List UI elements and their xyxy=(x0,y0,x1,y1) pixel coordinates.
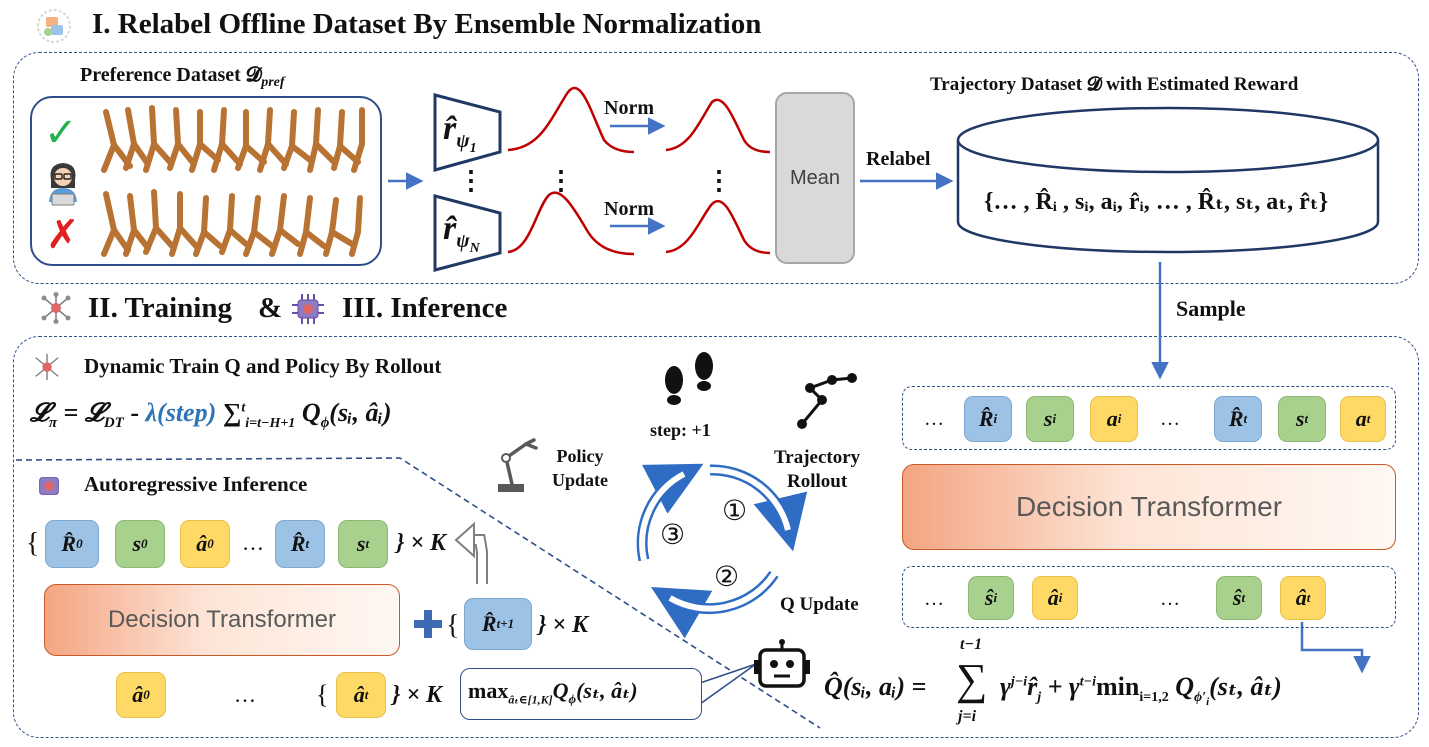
right-bottom-ellipsis-1: … xyxy=(924,588,944,610)
ar-close-brace-k: } × K xyxy=(396,530,447,556)
q-formula-rhs: γj−ir̂j + γt−imini=1,2 Qϕ′i(sₜ, âₜ) xyxy=(1000,672,1282,708)
footsteps-icon xyxy=(660,350,720,406)
loss-formula: 𝓛π = 𝓛DT - λ(step) ∑ti=t−H+1 Qϕ(sᵢ, âᵢ) xyxy=(30,398,392,432)
ar-ellipsis: … xyxy=(242,530,264,555)
q-formula-sum-top: t−1 xyxy=(960,636,983,653)
step-label: step: +1 xyxy=(650,420,711,440)
right-bottom-token-box xyxy=(902,566,1396,628)
section1-icon xyxy=(36,8,72,44)
vdots-models: ⋮ xyxy=(458,166,484,195)
max-formula-box xyxy=(460,668,702,720)
max-formula: maxâₜ∈[1,K]Qϕ(sₜ, âₜ) xyxy=(468,678,638,707)
sample-label: Sample xyxy=(1176,296,1246,321)
trajectory-rollout-icon xyxy=(796,370,858,432)
ar-open-brace: { xyxy=(26,528,40,559)
good-trajectory-image xyxy=(96,100,376,176)
mean-block: Mean xyxy=(775,92,855,264)
section2-box xyxy=(13,336,1419,738)
section1-box xyxy=(13,52,1419,284)
training-title: II. Training xyxy=(88,292,232,324)
check-icon: ✓ xyxy=(44,110,78,156)
pref-dataset-box xyxy=(30,96,382,266)
norm-label-top: Norm xyxy=(604,97,654,119)
q-formula-lhs: Q̂(sᵢ, aᵢ) = xyxy=(824,672,927,701)
token-r-next: R̂t+1 xyxy=(464,598,532,650)
decision-transformer-left: Decision Transformer xyxy=(44,584,400,656)
q-formula-sum-bottom: j=i xyxy=(958,708,977,725)
out-ellipsis: … xyxy=(234,682,256,707)
dynamic-title: Dynamic Train Q and Policy By Rollout xyxy=(84,354,442,378)
training-icon xyxy=(40,292,72,324)
section1-title: I. Relabel Offline Dataset By Ensemble N… xyxy=(92,8,762,40)
q-update-label: Q Update xyxy=(780,594,859,615)
traj-sequence: {… , R̂ᵢ , sᵢ, aᵢ, r̂ᵢ, … , R̂ₜ, sₜ, aₜ,… xyxy=(984,189,1329,215)
bad-trajectory-image xyxy=(96,184,376,260)
inference-title: III. Inference xyxy=(342,292,508,324)
annotator-person-icon xyxy=(44,158,82,206)
reward-model-n-label: r̂ψN xyxy=(443,210,480,256)
section1-flow-graphics xyxy=(388,86,1380,290)
decision-transformer-right: Decision Transformer xyxy=(902,464,1396,550)
autoregressive-title: Autoregressive Inference xyxy=(84,472,308,496)
cycle-step-1: ① xyxy=(722,494,748,527)
autoregressive-icon xyxy=(34,470,64,502)
robot-icon xyxy=(752,638,812,692)
mean-label: Mean xyxy=(789,166,841,189)
ampersand: & xyxy=(258,292,283,324)
out-open-brace: { xyxy=(316,680,329,709)
dynamic-icon xyxy=(32,352,62,382)
vdots-curves: ⋮ xyxy=(548,166,574,195)
rnext-close-brace-k: } × K xyxy=(538,612,589,638)
right-top-ellipsis-2: … xyxy=(1160,408,1180,430)
traj-dataset-title: Trajectory Dataset 𝓓 with Estimated Rewa… xyxy=(930,74,1299,95)
cycle-step-2: ② xyxy=(714,560,740,593)
reward-model-1-label: r̂ψ1 xyxy=(443,110,477,156)
out-close-brace-k: } × K xyxy=(392,682,443,708)
ar-token-rt: R̂t xyxy=(275,520,325,568)
q-formula-sum: ∑ xyxy=(956,655,988,704)
pref-dataset-title: Preference Dataset 𝓓pref xyxy=(80,64,285,90)
inference-icon xyxy=(292,292,324,326)
right-bottom-ellipsis-2: … xyxy=(1160,588,1180,610)
ar-token-r0: R̂0 xyxy=(45,520,99,568)
cross-icon: ✗ xyxy=(46,212,80,258)
robot-arm-icon xyxy=(492,434,546,496)
norm-label-bottom: Norm xyxy=(604,198,654,220)
right-top-ellipsis-1: … xyxy=(924,408,944,430)
vdots-norm: ⋮ xyxy=(706,166,732,195)
rnext-open-brace: { xyxy=(446,610,460,641)
cycle-step-3: ③ xyxy=(660,518,686,551)
rt-token-rt: R̂t xyxy=(1214,396,1262,442)
relabel-label: Relabel xyxy=(866,148,931,170)
right-top-token-box xyxy=(902,386,1396,450)
rt-token-ri: R̂i xyxy=(964,396,1012,442)
